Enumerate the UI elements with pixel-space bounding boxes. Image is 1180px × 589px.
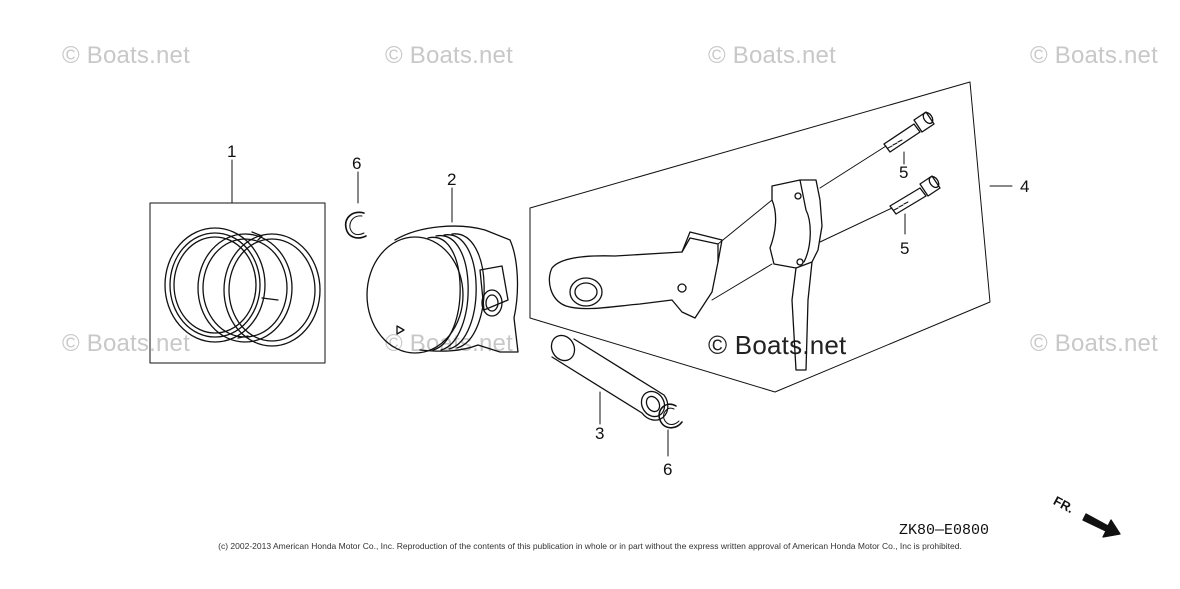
front-arrow-icon: [1082, 513, 1121, 538]
callout-bolt-lower: 5: [900, 239, 910, 258]
piston-ring-set[interactable]: [149, 159, 326, 364]
piston-pin[interactable]: [547, 331, 669, 425]
piston[interactable]: [366, 187, 519, 354]
callout-circlip-lower: 6: [663, 460, 673, 479]
callout-connecting-rod: 4: [1020, 177, 1030, 196]
callout-bolt-upper: 5: [899, 163, 909, 182]
callout-piston-pin: 3: [595, 424, 605, 443]
watermark: © Boats.net: [1030, 42, 1158, 69]
bolt-upper[interactable]: [883, 111, 935, 165]
bolt-lower[interactable]: [889, 175, 941, 235]
copyright-notice: (c) 2002-2013 American Honda Motor Co., …: [218, 541, 962, 551]
watermark: © Boats.net: [385, 42, 513, 69]
connecting-rod-assembly[interactable]: [529, 81, 1013, 393]
diagram-code: ZK80—E0800: [899, 522, 990, 539]
watermark: © Boats.net: [62, 42, 190, 69]
watermark: © Boats.net: [1030, 330, 1158, 357]
circlip-upper[interactable]: [344, 171, 367, 239]
watermark: © Boats.net: [708, 42, 836, 69]
callout-piston-rings: 1: [227, 142, 237, 161]
watermark: © Boats.net: [62, 330, 190, 357]
center-watermark: © Boats.net: [708, 330, 847, 360]
callout-piston: 2: [447, 170, 457, 189]
callout-circlip-upper: 6: [352, 154, 362, 173]
circlip-lower[interactable]: [658, 403, 683, 457]
